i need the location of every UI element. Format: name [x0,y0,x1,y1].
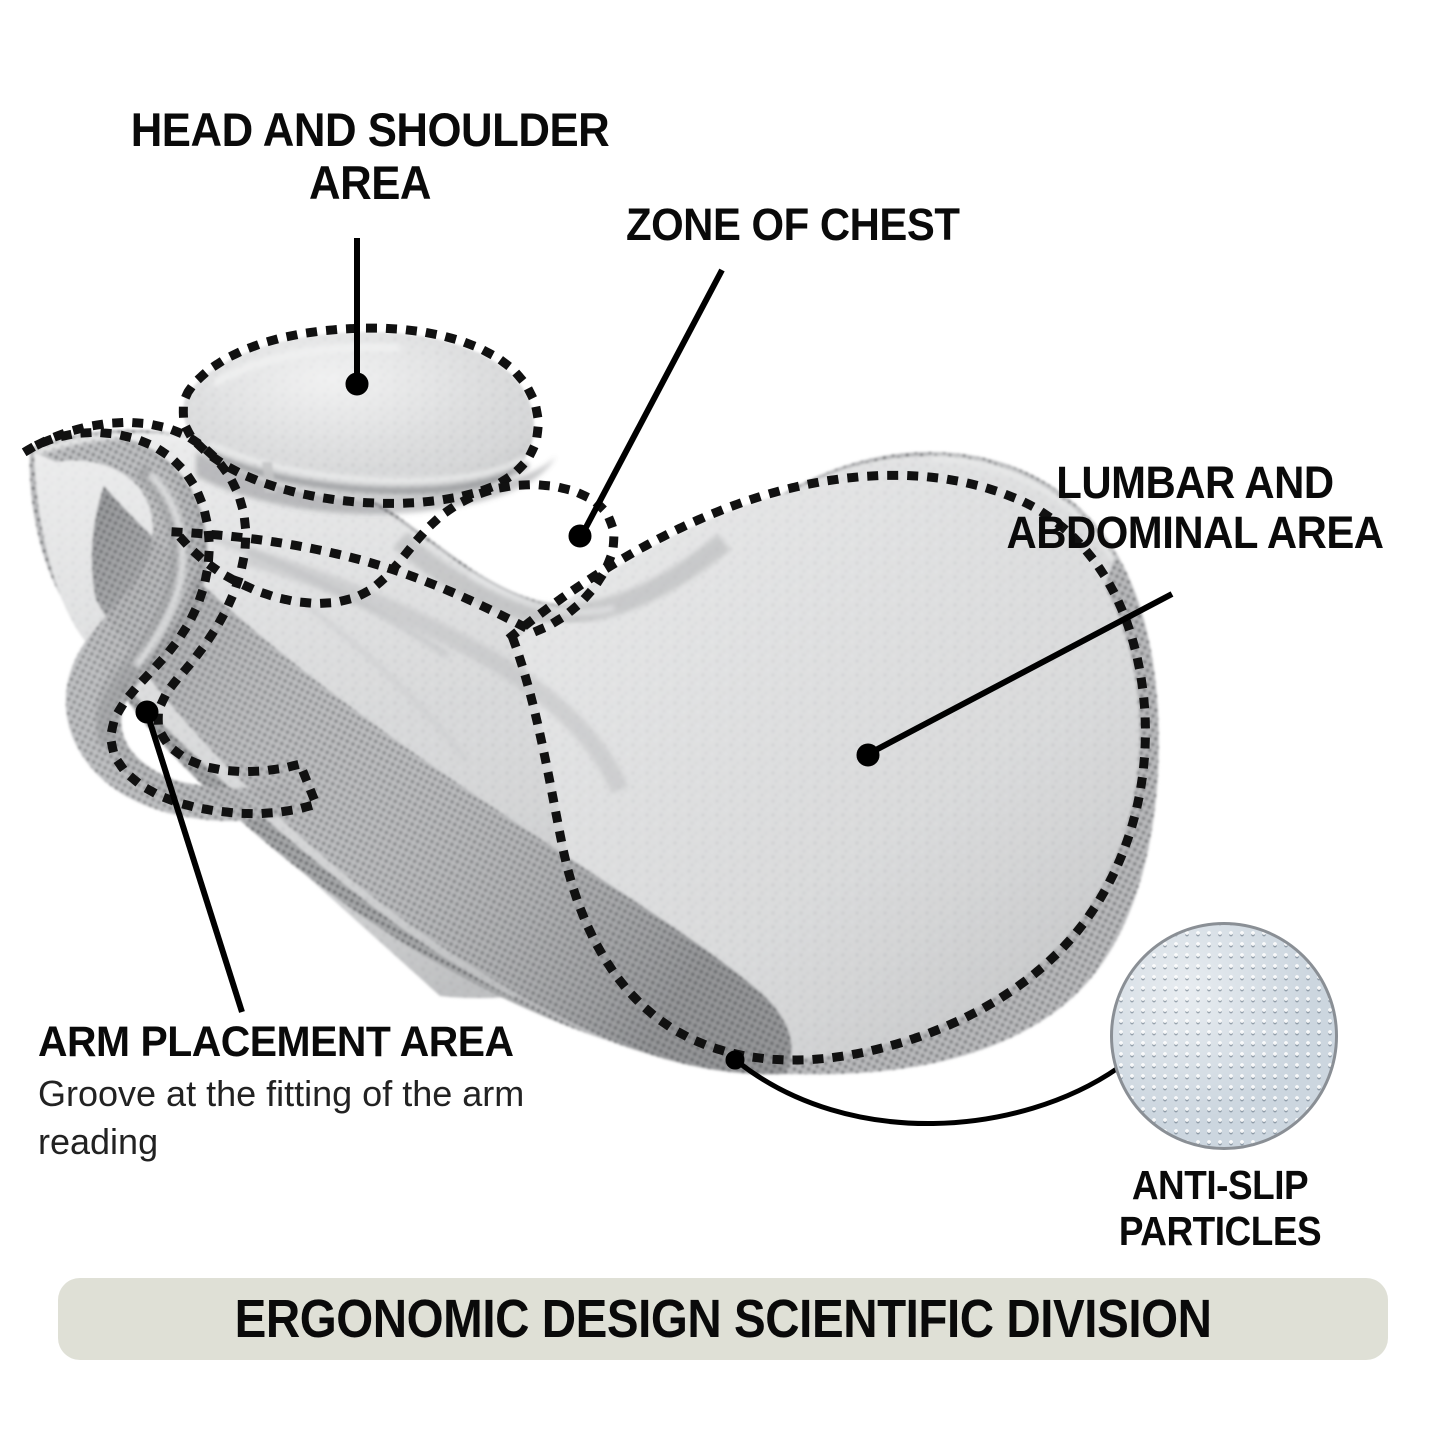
zone-outline-head-shoulder [178,323,543,508]
leader-dot-lumbar [856,743,880,767]
leader-arm [145,715,245,1013]
callout-label-anti-slip: ANTI-SLIP PARTICLES [1118,1162,1322,1254]
zone-outline-arm-placement [25,418,322,819]
zone-outline-lumbar [506,470,1150,1065]
head-pillow [183,332,556,515]
leader-antislip [736,1060,1120,1127]
leader-lines [135,238,1174,1127]
zone-outline-chest [166,480,619,637]
leader-dot-arm [135,700,159,724]
leader-dot-antislip [725,1050,745,1070]
pillow-body [29,429,1159,1075]
callout-label-zone-of-chest: ZONE OF CHEST [626,199,960,250]
anti-slip-closeup-inset [1110,922,1338,1150]
bottom-banner-text: ERGONOMIC DESIGN SCIENTIFIC DIVISION [234,1289,1212,1349]
leader-chest [580,268,725,535]
leader-lumbar [870,591,1174,755]
zone-outlines [25,323,1150,1065]
leader-dot-chest [568,524,592,548]
callout-label-lumbar-abdominal: LUMBAR AND ABDOMINAL AREA [1006,457,1384,559]
callout-label-head-shoulder: HEAD AND SHOULDER AREA [130,103,610,209]
callout-label-arm-placement: ARM PLACEMENT AREA [38,1018,514,1066]
leader-dot-head-shoulder [345,372,369,396]
bottom-banner: ERGONOMIC DESIGN SCIENTIFIC DIVISION [58,1278,1388,1360]
callout-sublabel-arm-placement: Groove at the fitting of the arm reading [38,1073,525,1162]
anti-slip-bump-texture [1113,925,1335,1147]
